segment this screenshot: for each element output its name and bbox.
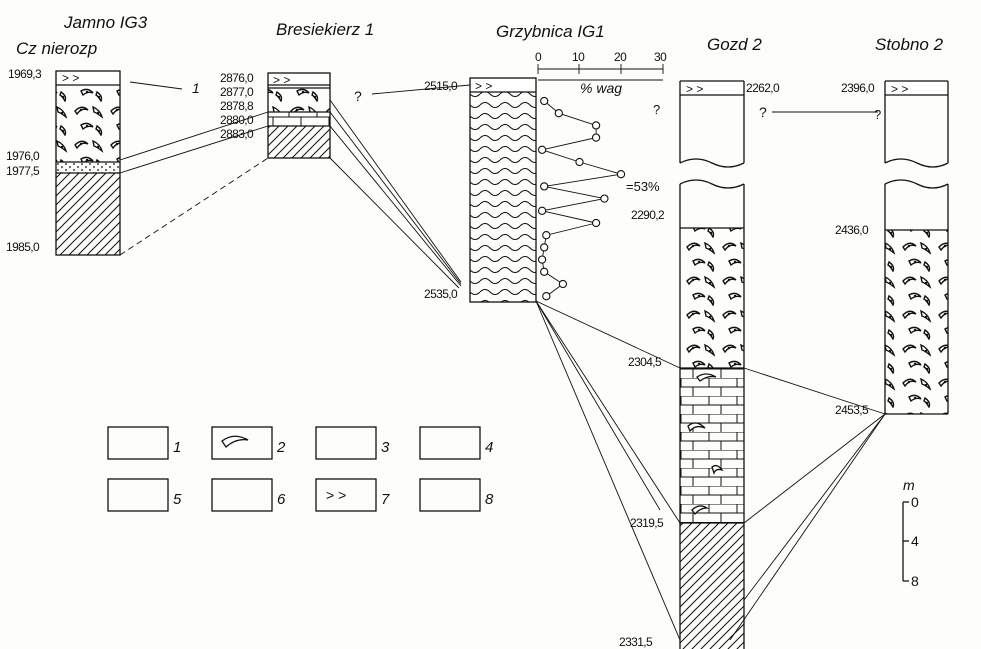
- question-mark: ?: [354, 88, 362, 104]
- depth-label: 2262,0: [746, 81, 780, 95]
- graph-point: [539, 146, 546, 153]
- legend-item-6: 6: [212, 479, 286, 511]
- axis-tick-label: 10: [572, 50, 585, 64]
- axis-unit-label: % wag: [580, 80, 622, 96]
- axis-tick-label: 20: [614, 50, 627, 64]
- legend-item-2: 2: [212, 427, 286, 459]
- depth-label: 2319,5: [630, 516, 664, 530]
- graph-point: [617, 171, 624, 178]
- well-title-stobno: Stobno 2: [875, 35, 944, 54]
- depth-label: 2396,0: [841, 81, 875, 95]
- legend-item-5: 5: [108, 479, 182, 511]
- well-title-grzybnica: Grzybnica IG1: [496, 22, 605, 41]
- graph-point: [601, 195, 608, 202]
- stratigraphy-label: Cz nierozp: [16, 39, 97, 58]
- well-column-stobno: > >: [885, 81, 948, 414]
- depth-label: 2436,0: [835, 223, 869, 237]
- well-column-gozd: > >: [680, 81, 744, 649]
- legend-label: 3: [381, 439, 390, 456]
- question-mark: ?: [653, 102, 660, 117]
- legend-label: 5: [173, 491, 182, 508]
- scale-bar: [903, 502, 909, 581]
- legend: 1 2 3 4 5 6 > > 7 8: [108, 427, 494, 511]
- correlation-marker: 1: [192, 80, 200, 96]
- graph-point: [541, 244, 548, 251]
- depth-label: 1985,0: [6, 240, 40, 254]
- legend-label: 2: [276, 439, 286, 456]
- graph-point: [541, 183, 548, 190]
- legend-label: 7: [381, 491, 390, 508]
- anhydrite-symbol: > >: [62, 71, 79, 85]
- depth-label: 2535,0: [424, 287, 458, 301]
- depth-label: 1969,3: [8, 67, 42, 81]
- graph-point: [541, 97, 548, 104]
- anhydrite-symbol: > >: [326, 487, 346, 503]
- legend-item-3: 3: [316, 427, 390, 459]
- legend-item-1: 1: [108, 427, 181, 459]
- legend-item-4: 4: [420, 427, 493, 459]
- graph-point: [593, 219, 600, 226]
- graph-line: [542, 101, 621, 296]
- scale-unit: m: [903, 477, 915, 493]
- scale-tick-label: 8: [911, 573, 919, 589]
- depth-label: 1977,5: [6, 164, 40, 178]
- graph-points: [539, 97, 625, 299]
- graph-annotation: =53%: [626, 179, 660, 194]
- well-title-jamno: Jamno IG3: [63, 13, 148, 32]
- graph-point: [576, 158, 583, 165]
- scale-tick-label: 4: [911, 533, 919, 549]
- graph-axis: [538, 64, 663, 80]
- depth-label: 2876,0: [220, 71, 254, 85]
- graph-point: [541, 268, 548, 275]
- depth-label: 2290,2: [631, 208, 665, 222]
- question-mark: ?: [759, 104, 767, 120]
- graph-point: [559, 280, 566, 287]
- graph-point: [555, 110, 562, 117]
- graph-point: [539, 256, 546, 263]
- well-column-bresiekierz: > >: [268, 73, 330, 158]
- graph-point: [539, 207, 546, 214]
- depth-label: 1976,0: [6, 149, 40, 163]
- depth-label: 2878,8: [220, 99, 254, 113]
- depth-label: 2331,5: [619, 635, 653, 649]
- anhydrite-symbol: > >: [686, 82, 703, 96]
- legend-label: 6: [277, 491, 286, 508]
- axis-tick-label: 0: [535, 50, 542, 64]
- depth-label: 2453,5: [835, 403, 869, 417]
- legend-label: 1: [173, 439, 181, 456]
- well-title-bresiekierz: Bresiekierz 1: [276, 20, 374, 39]
- graph-point: [543, 232, 550, 239]
- depth-label: 2877,0: [220, 85, 254, 99]
- well-column-grzybnica: > >: [470, 78, 536, 302]
- question-mark: ?: [874, 107, 881, 122]
- axis-tick-label: 30: [654, 50, 667, 64]
- scale-tick-label: 0: [911, 494, 919, 510]
- legend-label: 8: [485, 491, 494, 508]
- depth-label: 2515,0: [424, 79, 458, 93]
- well-title-gozd: Gozd 2: [707, 35, 762, 54]
- legend-item-8: 8: [420, 479, 494, 511]
- anhydrite-symbol: > >: [475, 79, 492, 93]
- graph-point: [593, 134, 600, 141]
- legend-item-7: > > 7: [316, 479, 390, 511]
- graph-point: [543, 293, 550, 300]
- depth-label: 2880,0: [220, 113, 254, 127]
- anhydrite-symbol: > >: [891, 82, 908, 96]
- graph-point: [593, 122, 600, 129]
- well-column-jamno: > >: [56, 71, 120, 255]
- legend-label: 4: [485, 439, 493, 456]
- depth-label: 2883,0: [220, 127, 254, 141]
